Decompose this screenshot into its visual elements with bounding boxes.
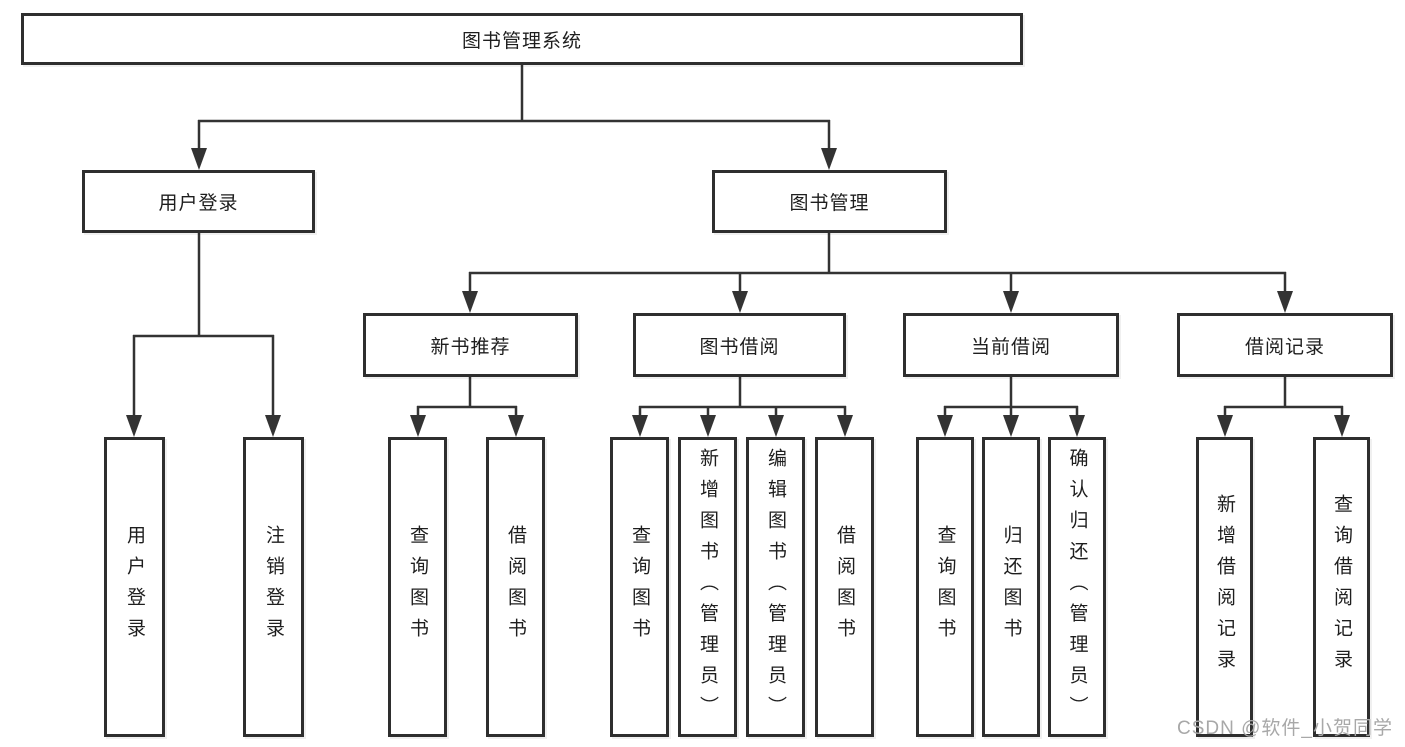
arrowhead-icon (937, 415, 953, 437)
leaf-query-books-recommend: 查询图书 (388, 437, 447, 737)
leaf-label: 新增图书（管理员） (697, 447, 718, 727)
leaf-label: 确认归还（管理员） (1066, 447, 1088, 727)
arrowhead-icon (508, 415, 524, 437)
node-user-login-branch: 用户登录 (82, 170, 315, 233)
arrowhead-icon (126, 415, 142, 437)
node-current-borrowing: 当前借阅 (903, 313, 1119, 377)
node-book-management-branch: 图书管理 (712, 170, 947, 233)
leaf-query-borrow-record: 查询借阅记录 (1313, 437, 1370, 737)
arrowhead-icon (700, 415, 716, 437)
leaf-label: 归还图书 (1000, 525, 1022, 649)
arrowhead-icon (462, 291, 478, 313)
leaf-logout: 注销登录 (243, 437, 304, 737)
arrowhead-icon (410, 415, 426, 437)
arrowhead-icon (1334, 415, 1350, 437)
arrowhead-icon (1277, 291, 1293, 313)
arrowhead-icon (1003, 291, 1019, 313)
arrowhead-icon (732, 291, 748, 313)
leaf-return-books: 归还图书 (982, 437, 1040, 737)
leaf-add-borrow-record: 新增借阅记录 (1196, 437, 1253, 737)
arrowhead-icon (191, 148, 207, 170)
leaf-label: 借阅图书 (505, 525, 526, 649)
arrowhead-icon (1069, 415, 1085, 437)
leaf-confirm-return-admin: 确认归还（管理员） (1048, 437, 1106, 737)
leaf-label: 查询图书 (407, 525, 428, 649)
leaf-query-books-current: 查询图书 (916, 437, 974, 737)
node-root-system: 图书管理系统 (21, 13, 1023, 65)
arrowhead-icon (768, 415, 784, 437)
leaf-borrow-books: 借阅图书 (815, 437, 874, 737)
leaf-label: 编辑图书（管理员） (765, 447, 786, 727)
arrowhead-icon (632, 415, 648, 437)
leaf-label: 注销登录 (263, 525, 284, 649)
arrowhead-icon (821, 148, 837, 170)
node-borrowing-records: 借阅记录 (1177, 313, 1393, 377)
leaf-label: 查询图书 (629, 525, 650, 649)
leaf-query-books-borrowing: 查询图书 (610, 437, 669, 737)
node-new-book-recommend: 新书推荐 (363, 313, 578, 377)
leaf-label: 借阅图书 (834, 525, 855, 649)
watermark: CSDN @软件_小贺同学 (1177, 718, 1393, 739)
leaf-label: 用户登录 (124, 525, 145, 649)
leaf-label: 查询借阅记录 (1331, 494, 1352, 680)
leaf-user-login: 用户登录 (104, 437, 165, 737)
leaf-label: 新增借阅记录 (1214, 494, 1235, 680)
arrowhead-icon (1003, 415, 1019, 437)
arrowhead-icon (265, 415, 281, 437)
leaf-borrow-books-recommend: 借阅图书 (486, 437, 545, 737)
leaf-label: 查询图书 (934, 525, 956, 649)
leaf-edit-books-admin: 编辑图书（管理员） (746, 437, 805, 737)
arrowhead-icon (837, 415, 853, 437)
arrowhead-icon (1217, 415, 1233, 437)
node-book-borrowing: 图书借阅 (633, 313, 846, 377)
leaf-add-books-admin: 新增图书（管理员） (678, 437, 737, 737)
